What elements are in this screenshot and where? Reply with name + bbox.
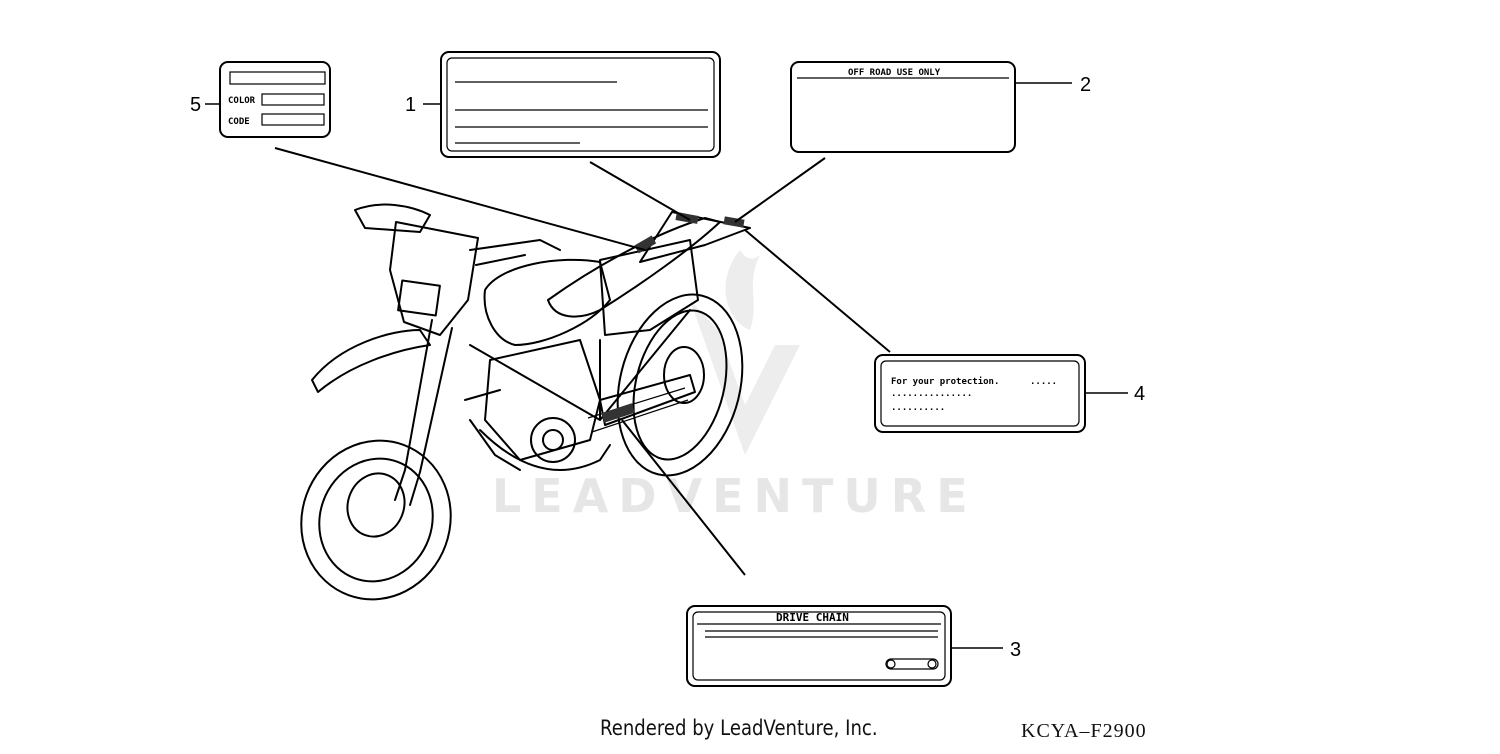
callout-5: 5	[190, 94, 201, 116]
callout-1: 1	[405, 94, 416, 116]
watermark: LEADVENTURE	[492, 250, 978, 523]
rendered-by-text: Rendered by LeadVenture, Inc.	[600, 716, 878, 740]
label-1: 1	[405, 51, 721, 158]
callout-4: 4	[1134, 383, 1145, 405]
label-4-dots-2: ...............	[891, 389, 972, 399]
label-2: OFF ROAD USE ONLY 2	[790, 61, 1091, 153]
label-2-title-text: OFF ROAD USE ONLY	[848, 68, 941, 78]
label-5-code-text: CODE	[228, 117, 250, 127]
motorcycle-illustration	[300, 203, 751, 601]
label-4-dots-3: ..........	[891, 403, 945, 413]
label-5: COLOR CODE 5	[190, 61, 331, 138]
diagram-code: KCYA–F2900	[1021, 720, 1147, 742]
label-4: For your protection. ..... .............…	[874, 354, 1145, 433]
watermark-text: LEADVENTURE	[492, 469, 978, 523]
callout-3: 3	[1010, 639, 1021, 661]
callout-2: 2	[1080, 74, 1091, 96]
label-5-color-text: COLOR	[228, 96, 256, 106]
label-3-title-text: DRIVE CHAIN	[776, 611, 849, 624]
label-4-text: For your protection.	[891, 376, 999, 387]
watermark-logo-icon	[690, 250, 800, 455]
label-4-dots-1: .....	[1030, 377, 1057, 387]
leader-lines	[274, 147, 891, 576]
label-3: DRIVE CHAIN 3	[686, 605, 1021, 687]
